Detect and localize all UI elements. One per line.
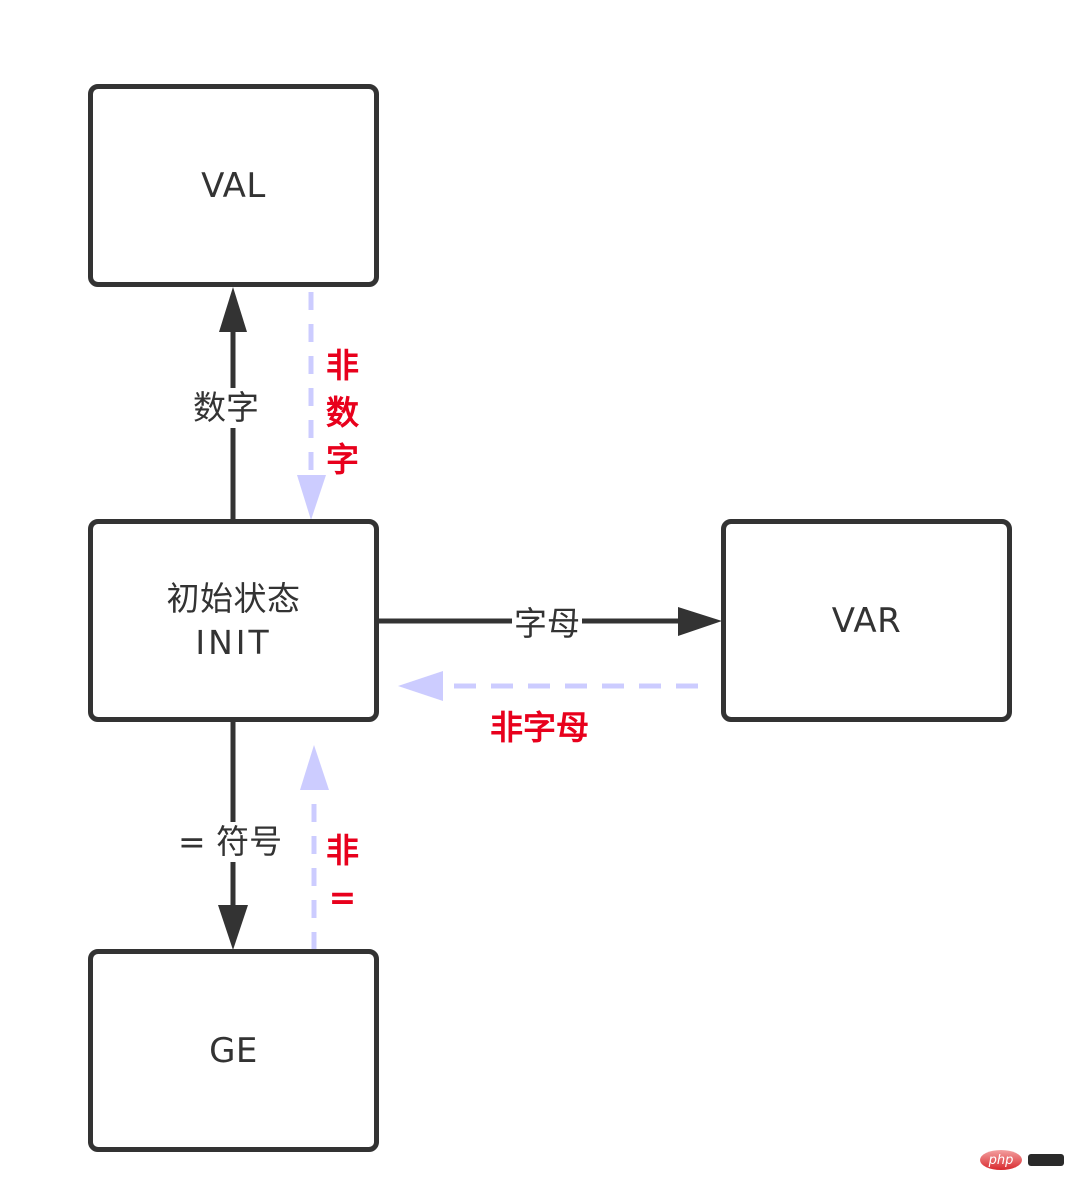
label-char: 字 [326,440,359,479]
edge-label-init-to-ge: = 符号 [176,822,285,862]
label-char: = [328,878,357,917]
state-node-var[interactable]: VAR [721,519,1012,722]
node-label: VAL [201,165,266,206]
node-label: VAR [831,600,902,641]
edge-init-to-ge [218,720,248,950]
node-label-en: INIT [195,622,272,662]
edge-label-val-to-init: 非 数 字 [326,342,359,483]
php-logo-icon: php [980,1150,1022,1170]
state-node-val[interactable]: VAL [88,84,379,287]
edge-label-var-to-init: 非字母 [490,708,589,747]
edge-label-init-to-var: 字母 [512,604,582,644]
state-node-ge[interactable]: GE [88,949,379,1152]
edge-label-init-to-val: 数字 [193,388,259,428]
node-label-cn: 初始状态 [166,578,301,618]
label-char: 非 [326,831,359,870]
edge-label-ge-to-init: 非 = [326,827,359,921]
watermark-text-block [1028,1154,1064,1166]
label-char: 数 [326,393,359,432]
arrowhead-up-icon [219,287,247,332]
arrowhead-right-icon [678,607,722,636]
node-label: GE [209,1030,258,1071]
arrowhead-left-icon [398,671,443,701]
edge-val-to-init [297,292,326,520]
edge-ge-to-init [300,745,329,950]
arrowhead-down-icon [218,905,248,950]
label-char: 非 [326,346,359,385]
edge-var-to-init [398,671,698,701]
state-node-init[interactable]: 初始状态 INIT [88,519,379,722]
arrowhead-up-icon [300,745,329,790]
watermark: php [980,1150,1064,1170]
arrowhead-down-icon [297,475,326,520]
